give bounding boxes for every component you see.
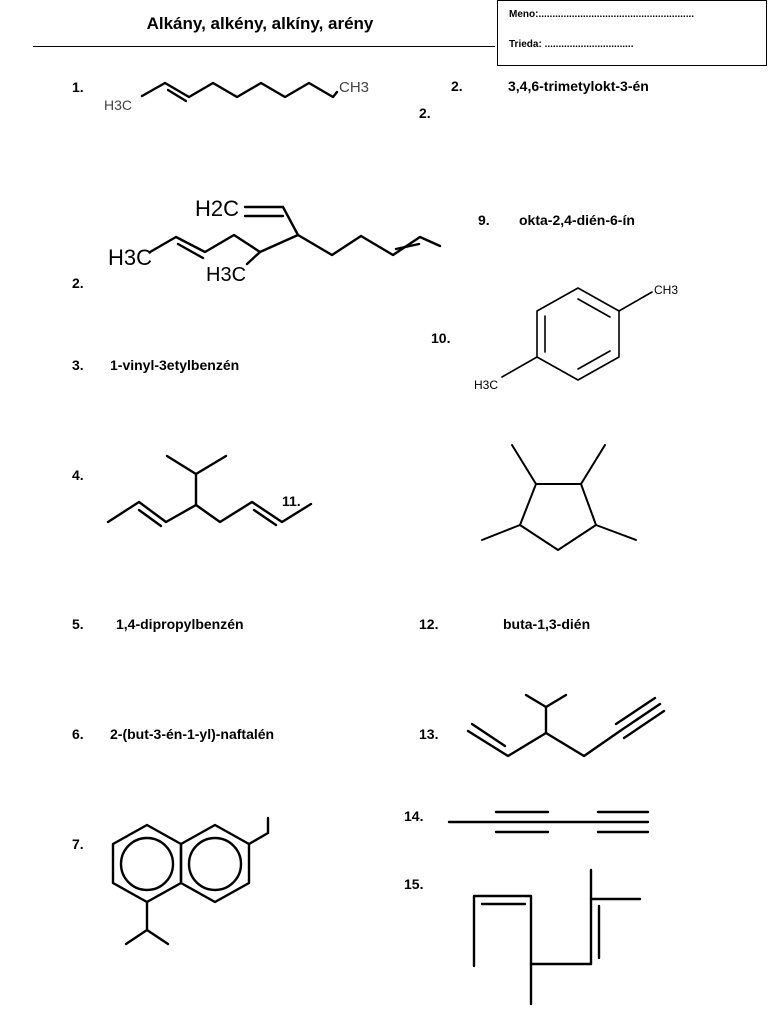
item-number: 13. (419, 726, 439, 742)
item-label: 2-(but-3-én-1-yl)-naftalén (110, 726, 275, 742)
item-label: 1-vinyl-3etylbenzén (110, 357, 240, 373)
item-number: 2. (451, 78, 463, 94)
item-number: 9. (478, 212, 490, 228)
item-number: 3. (72, 357, 84, 373)
item-label: buta-1,3-dién (503, 616, 591, 632)
student-info-box: Meno:...................................… (497, 0, 767, 66)
structure-4 (106, 454, 313, 528)
item-label: 3,4,6-trimetylokt-3-én (508, 78, 649, 94)
item-number: 15. (404, 876, 424, 892)
item-number: 2. (419, 105, 431, 121)
structure-10: CH3 H3C (474, 283, 678, 392)
class-field[interactable]: Trieda: ................................ (509, 39, 634, 50)
structure-13 (466, 693, 666, 758)
item-number: 7. (72, 836, 84, 852)
formula-label: H3C (104, 97, 132, 113)
title-underline (33, 46, 495, 47)
item-number: 6. (72, 726, 84, 742)
name-field[interactable]: Meno:...................................… (509, 9, 695, 20)
item-number: 5. (72, 616, 84, 632)
structure-11 (481, 444, 637, 551)
formula-label: H3C (108, 245, 152, 270)
page-title: Alkány, alkény, alkíny, arény (146, 14, 374, 33)
item-label: okta-2,4-dién-6-ín (519, 212, 635, 228)
structure-15 (472, 868, 642, 1006)
item-number: 11. (282, 493, 301, 509)
item-number: 1. (72, 79, 84, 95)
formula-label: H3C (474, 378, 498, 392)
item-number: 2. (72, 275, 84, 291)
formula-label: CH3 (339, 79, 369, 96)
item-number: 12. (419, 616, 439, 632)
item-number: 10. (431, 330, 451, 346)
formula-label: H3C (206, 264, 246, 286)
structure-7 (111, 816, 270, 946)
formula-label: CH3 (654, 283, 678, 297)
structure-14 (447, 810, 650, 834)
structure-1: H3C CH3 (104, 79, 369, 113)
item-number: 4. (72, 467, 84, 483)
structure-2: H2C H3C H3C (108, 196, 442, 286)
item-label: 1,4-dipropylbenzén (116, 616, 244, 632)
formula-label: H2C (195, 196, 239, 221)
item-number: 14. (404, 808, 424, 824)
